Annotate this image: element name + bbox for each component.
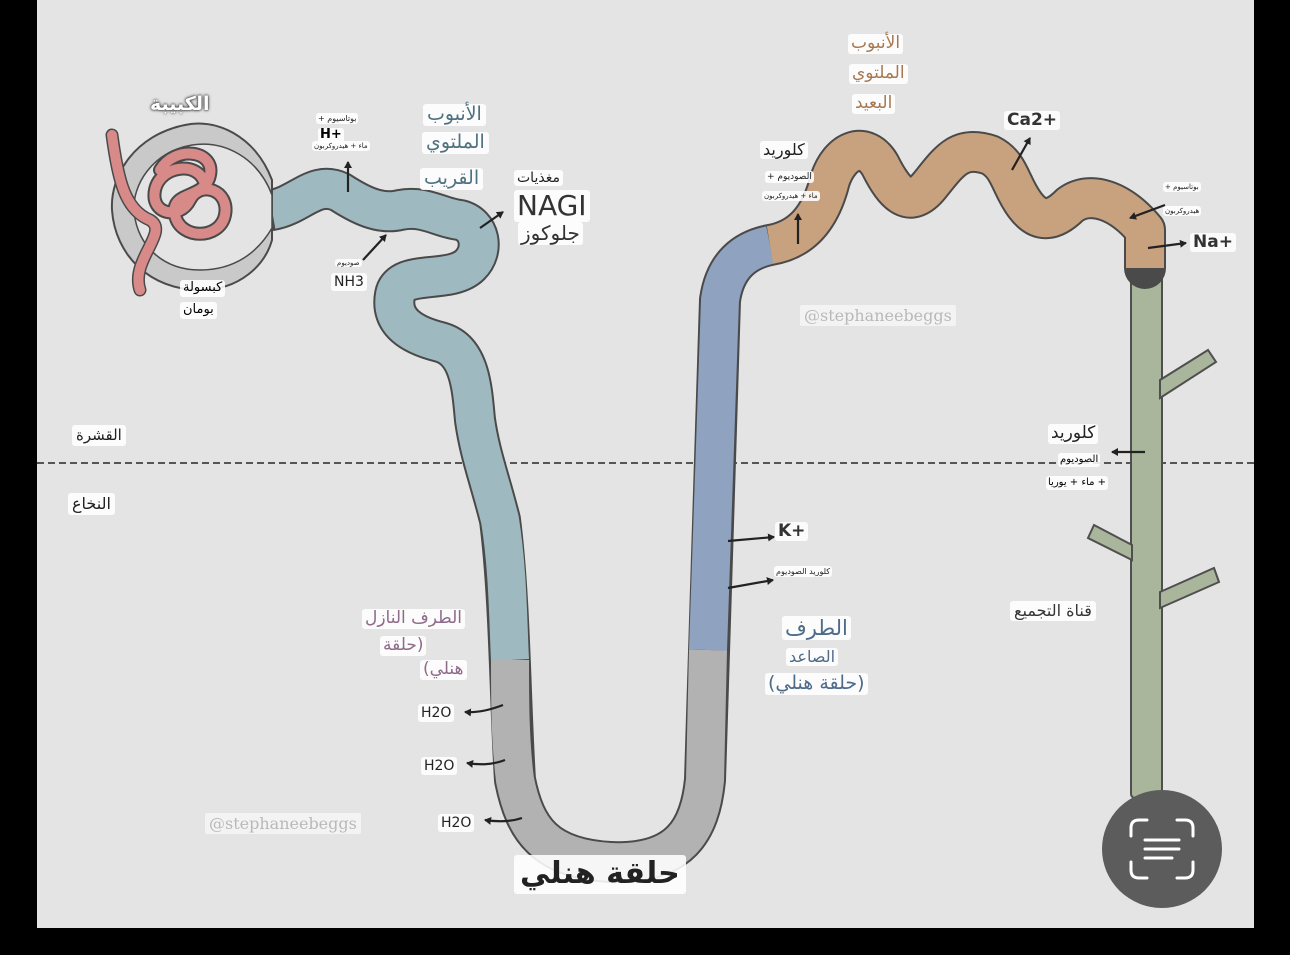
collecting-duct-label: قناة التجميع: [1010, 601, 1096, 622]
arrow-k: [727, 533, 775, 543]
water-hydrocarbon-label: ماء + هيدروكربون: [312, 141, 370, 152]
k-ion-label: K+: [775, 522, 809, 541]
distal-convoluted-tubule: [765, 131, 1164, 268]
arrow-nh3-in: [362, 234, 387, 261]
dct-label-2: الملتوي: [849, 63, 908, 84]
nutrients-label: مغذيات: [514, 170, 563, 187]
descending-limb-label-3: هنلي): [420, 659, 467, 680]
glomerulus-vessel: [105, 128, 233, 297]
proximal-convoluted-tubule: [267, 169, 529, 661]
dct-water-label: ماء + هيدروكربون: [762, 191, 820, 202]
arrow-cd-in: [1129, 203, 1166, 220]
medulla-label: النخاع: [68, 493, 115, 516]
collecting-duct: [1086, 267, 1221, 799]
arrow-ca: [1011, 137, 1031, 171]
dct-label-3: البعيد: [852, 93, 896, 114]
lens-scan-icon: [1129, 818, 1195, 880]
ascending-limb-label-1: الطرف: [782, 616, 851, 641]
bowman-capsule-label-1: كبسولة: [180, 280, 226, 297]
pct-label-2: الملتوي: [422, 131, 489, 154]
cd-water-urea-label: + ماء + يوريا: [1046, 476, 1109, 490]
h2o-label-1: H2O: [418, 704, 455, 723]
loop-of-henle-bottom: [491, 649, 727, 882]
nh3-label: NH3: [331, 273, 367, 292]
pct-label-3: القريب: [420, 167, 484, 190]
lens-search-button[interactable]: [1102, 790, 1222, 908]
sodium-small-label: صوديوم: [335, 259, 362, 268]
arrow-na: [1147, 239, 1187, 250]
h2o-label-3: H2O: [438, 814, 475, 833]
watermark: @stephaneebeggs: [205, 813, 361, 834]
arrow-h2o-1: [464, 703, 504, 717]
ascending-limb-label-3: (حلقة هنلي): [765, 672, 868, 695]
loop-of-henle-label: حلقة هنلي: [514, 855, 686, 894]
arrow-nacl: [727, 577, 774, 590]
potassium-label: بوتاسيوم +: [316, 113, 359, 125]
cd-potassium-label: بوتاسيوم +: [1163, 182, 1201, 193]
ascending-limb: [689, 226, 775, 651]
dct-chloride-label: كلوريد: [760, 140, 808, 160]
arrow-h2o-2: [466, 758, 506, 768]
nagi-label: NAGI: [514, 189, 590, 223]
na-ion-label: Na+: [1190, 233, 1236, 252]
cd-sodium-label: الصوديوم: [1058, 453, 1101, 467]
dct-sodium-label: الصوديوم +: [765, 171, 814, 184]
descending-limb-label-2: (حلقة: [380, 635, 427, 656]
descending-limb-label-1: الطرف النازل: [362, 608, 466, 629]
nacl-small-label: كلوريد الصوديوم: [774, 566, 833, 578]
glomerulus-label: الكبيبة: [150, 93, 210, 115]
watermark: @stephaneebeggs: [800, 305, 956, 326]
h2o-label-2: H2O: [421, 757, 458, 776]
dct-label-1: الأنبوب: [848, 33, 904, 54]
arrow-h2o-3: [484, 816, 523, 825]
ca-ion-label: Ca2+: [1004, 111, 1061, 130]
glucose-label: جلوكوز: [518, 222, 583, 245]
ascending-limb-label-2: الصاعد: [786, 647, 839, 667]
cd-chloride-label: كلوريد: [1048, 423, 1099, 444]
cortex-label: القشرة: [72, 425, 126, 447]
arrow-nutrients: [479, 211, 504, 229]
h-ion-label: H+: [318, 127, 344, 143]
cd-hydrocarbon-label: هيدروكربون: [1163, 206, 1202, 217]
bowman-capsule-label-2: بومان: [180, 302, 217, 319]
pct-label-1: الأنبوب: [423, 103, 486, 126]
